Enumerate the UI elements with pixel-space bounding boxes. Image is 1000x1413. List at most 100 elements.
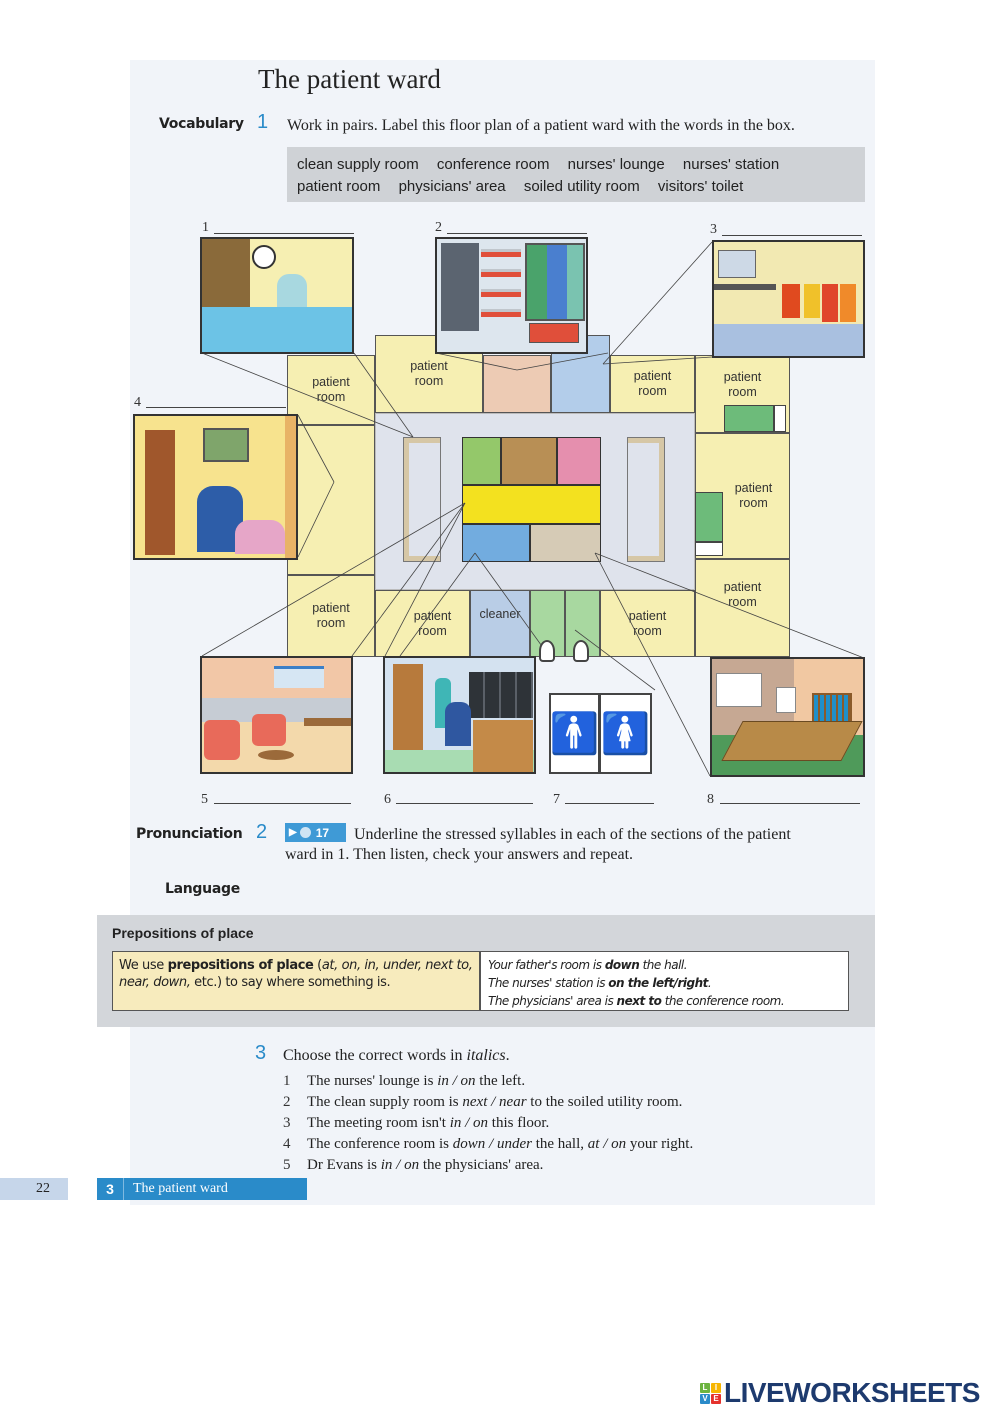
supply-cabinet — [525, 243, 585, 321]
answer-blank-3[interactable] — [722, 235, 862, 236]
label-number-3: 3 — [710, 222, 717, 237]
floorplan-patient-room[interactable]: patient room — [287, 575, 375, 657]
floorplan-patient-room[interactable]: patient room — [375, 590, 470, 657]
desk-bracket-left — [403, 437, 441, 562]
unit-tab: 3 The patient ward — [97, 1178, 307, 1200]
word-clean-supply-room: clean supply room — [297, 156, 419, 173]
answer-blank-4[interactable] — [146, 407, 286, 408]
answer-blank-2[interactable] — [447, 233, 587, 234]
floor — [714, 324, 863, 356]
laundry-bag-red — [782, 284, 800, 318]
word-box: clean supply room conference room nurses… — [287, 147, 865, 202]
mens-toilet-sign: 🚹 — [549, 693, 600, 774]
station-block-green[interactable] — [462, 437, 501, 485]
wall-tv — [203, 428, 249, 462]
logo-text: LIVEWORKSHEETS — [724, 1377, 980, 1408]
choice-options[interactable]: at / on — [587, 1136, 627, 1152]
exercise-3-items: 1 The nurses' lounge is in / on the left… — [283, 1071, 693, 1176]
bed-pillow-icon — [695, 542, 723, 556]
word-physicians-area: physicians' area — [398, 178, 506, 195]
choice-options[interactable]: down / under — [452, 1136, 532, 1152]
armchair — [252, 714, 286, 746]
picture-8-conference-room — [710, 657, 865, 777]
exercise-3-instruction: Choose the correct words in italics. — [283, 1047, 510, 1064]
choice-options[interactable]: in / on — [437, 1073, 476, 1089]
exercise-2-number: 2 — [256, 821, 268, 843]
armchair — [204, 720, 240, 760]
bed-icon — [695, 492, 723, 542]
choice-options[interactable]: next / near — [462, 1094, 527, 1110]
desk — [473, 720, 533, 772]
grammar-example: The nurses' station is on the left/right… — [488, 976, 712, 990]
grammar-examples: Your father's room is down the hall. The… — [480, 951, 849, 1011]
female-icon: 🚺 — [600, 712, 651, 756]
label-number-4: 4 — [134, 395, 141, 410]
window — [274, 666, 324, 688]
word-visitors-toilet: visitors' toilet — [657, 178, 744, 195]
connector-lines — [201, 241, 865, 777]
floorplan-patient-room[interactable]: patient room — [610, 355, 695, 413]
word-patient-room: patient room — [297, 178, 381, 195]
logo-tiles-icon: L I V E — [700, 1382, 721, 1404]
label-number-1: 1 — [202, 220, 209, 235]
station-block-yellow[interactable] — [462, 485, 601, 524]
bed-pillow-icon — [774, 405, 786, 432]
toilet-bowl-icon — [539, 640, 555, 662]
floorplan-patient-room[interactable]: patient room — [600, 590, 695, 657]
choice-options[interactable]: in / on — [380, 1157, 420, 1173]
choice-options[interactable]: in / on — [449, 1115, 489, 1131]
label-number-8: 8 — [707, 792, 714, 807]
station-block-beige[interactable] — [530, 524, 601, 562]
word-soiled-utility-room: soiled utility room — [523, 178, 640, 195]
pronunciation-section-label: Pronunciation — [136, 826, 243, 842]
mirror — [718, 250, 756, 278]
floorplan-patient-room[interactable]: patient room — [695, 559, 790, 657]
unit-number: 3 — [97, 1178, 124, 1200]
exercise-1-instruction: Work in pairs. Label this floor plan of … — [287, 117, 795, 134]
supply-cart — [529, 323, 579, 343]
picture-6-physicians-area — [383, 656, 536, 774]
doctor-seated — [445, 702, 471, 746]
exercise-3-item: 4 The conference room is down / under th… — [283, 1136, 694, 1152]
door — [393, 664, 423, 754]
answer-blank-6[interactable] — [396, 803, 533, 804]
grammar-example: Your father's room is down the hall. — [488, 958, 688, 972]
whiteboard — [716, 673, 762, 707]
answer-blank-5[interactable] — [214, 803, 351, 804]
cd-icon — [299, 827, 311, 838]
exercise-2-instruction-line-1: Underline the stressed syllables in each… — [354, 826, 791, 843]
grammar-rule: We use prepositions of place (at, on, in… — [112, 951, 480, 1011]
station-block-pink[interactable] — [557, 437, 601, 485]
clock-icon — [252, 245, 276, 269]
label-number-7: 7 — [553, 792, 560, 807]
grammar-example: The physicians' area is next to the conf… — [488, 994, 785, 1008]
male-icon: 🚹 — [549, 712, 600, 756]
audio-track-button[interactable]: ▶ 17 — [285, 823, 346, 842]
picture-4-patient-room — [133, 414, 298, 560]
label-number-5: 5 — [201, 792, 208, 807]
floorplan-room-peach[interactable] — [483, 355, 551, 413]
station-block-brown[interactable] — [501, 437, 557, 485]
bin-red — [822, 284, 838, 322]
grammar-box-title: Prepositions of place — [112, 925, 254, 941]
exercise-3-item: 3 The meeting room isn't in / on this fl… — [283, 1115, 550, 1131]
answer-blank-1[interactable] — [214, 233, 354, 234]
word-nurses-lounge: nurses' lounge — [567, 156, 665, 173]
table — [304, 718, 351, 726]
exercise-2-instruction-line-2: ward in 1. Then listen, check your answe… — [285, 846, 634, 863]
label-number-6: 6 — [384, 792, 391, 807]
xray-viewer — [469, 672, 533, 718]
desk-bracket-right — [627, 437, 665, 562]
exercise-1-number: 1 — [257, 111, 269, 133]
desk — [202, 307, 352, 352]
word-conference-room: conference room — [436, 156, 550, 173]
vocabulary-section-label: Vocabulary — [159, 116, 244, 132]
liveworksheets-logo[interactable]: L I V E LIVEWORKSHEETS — [700, 1377, 980, 1409]
floorplan-patient-room[interactable]: patient room — [287, 355, 375, 425]
shelf-unit — [441, 243, 479, 331]
answer-blank-7[interactable] — [565, 803, 654, 804]
sink-counter — [714, 284, 776, 290]
coffee-table — [258, 750, 294, 760]
answer-blank-8[interactable] — [720, 803, 860, 804]
exercise-3-number: 3 — [255, 1042, 267, 1064]
